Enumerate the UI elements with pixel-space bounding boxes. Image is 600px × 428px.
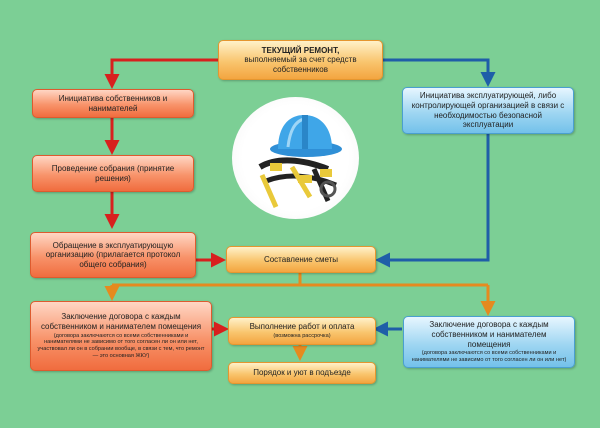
owners-initiative-node: Инициатива собственников и нанимателей — [32, 89, 194, 118]
contract-right-title: Заключение договора с каждым собственник… — [429, 320, 549, 349]
appeal-node: Обращение в эксплуатирующую организацию … — [30, 232, 196, 278]
top-node-title: ТЕКУЩИЙ РЕМОНТ, — [261, 45, 340, 55]
work-note: (возможна рассрочка) — [273, 332, 331, 339]
order-text: Порядок и уют в подъезде — [253, 368, 351, 378]
operator-initiative-text: Инициатива эксплуатирующей, либо контрол… — [411, 91, 565, 130]
top-node-subtitle: выполняемый за счет средств собственнико… — [244, 55, 357, 74]
order-node: Порядок и уют в подъезде — [228, 362, 376, 384]
appeal-text: Обращение в эксплуатирующую организацию … — [45, 240, 181, 269]
arrow-operator-to-estimate — [375, 134, 490, 268]
work-node: Выполнение работ и оплата (возможна расс… — [228, 317, 376, 345]
meeting-node: Проведение собрания (принятие решения) — [32, 155, 194, 192]
contract-right-note: (договора заключаются со всеми собственн… — [411, 350, 567, 363]
blue-arrows — [373, 58, 496, 337]
estimate-text: Составление сметы — [263, 254, 339, 264]
meeting-text: Проведение собрания (принятие решения) — [51, 163, 175, 183]
contract-left-note: (договора заключаются со всеми собственн… — [37, 332, 205, 359]
estimate-node: Составление сметы — [226, 246, 376, 273]
arrow-top-to-owners — [104, 58, 218, 89]
arrow-top-to-operator — [382, 58, 496, 87]
operator-initiative-node: Инициатива эксплуатирующей, либо контрол… — [402, 87, 574, 134]
orange-arrows — [104, 273, 496, 361]
contract-left-title: Заключение договора с каждым собственник… — [40, 312, 202, 331]
contract-right-node: Заключение договора с каждым собственник… — [403, 316, 575, 368]
contract-left-node: Заключение договора с каждым собственник… — [30, 301, 212, 371]
red-arrows — [104, 58, 229, 337]
owners-initiative-text: Инициатива собственников и нанимателей — [58, 93, 168, 113]
top-node: ТЕКУЩИЙ РЕМОНТ, выполняемый за счет сред… — [218, 40, 383, 80]
hard-hat-and-safety-harness-icon — [232, 97, 359, 219]
work-title: Выполнение работ и оплата — [249, 322, 355, 332]
